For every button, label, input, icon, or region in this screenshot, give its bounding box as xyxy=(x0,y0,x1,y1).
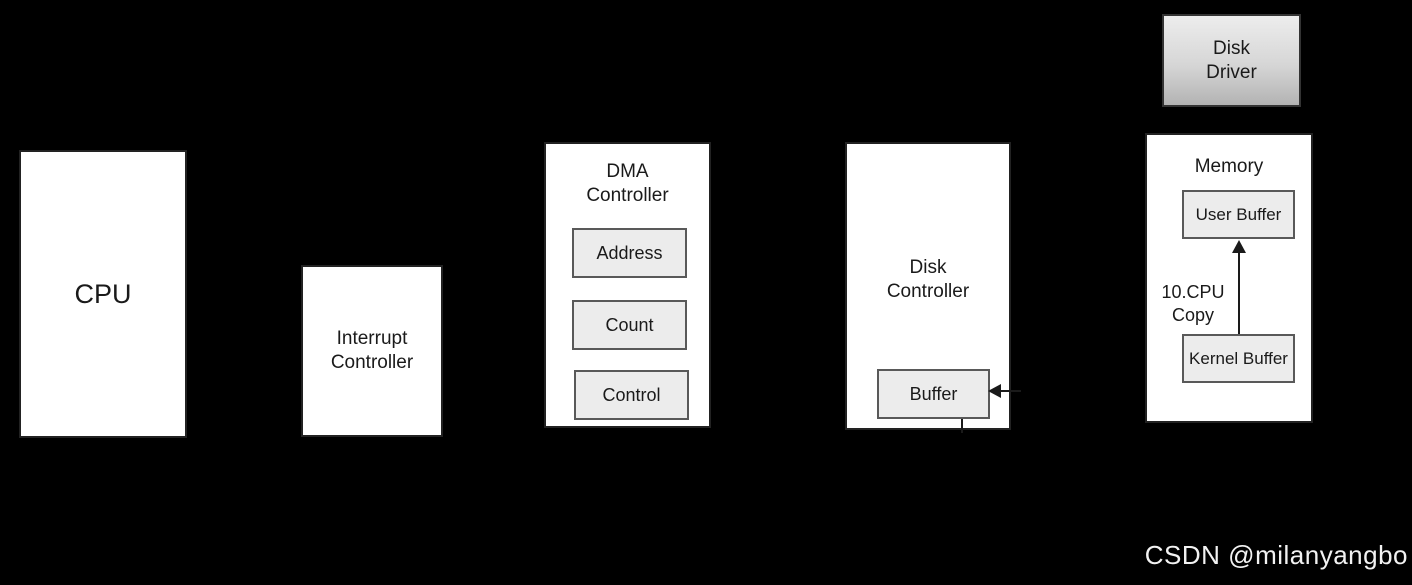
watermark: CSDN @milanyangbo xyxy=(1144,540,1408,570)
dma-count-label: Count xyxy=(605,314,654,335)
cpu-label: CPU xyxy=(74,278,132,309)
buffer-connector-line xyxy=(961,419,963,433)
disk-buffer-box: Buffer xyxy=(877,369,990,419)
user-buffer-label: User Buffer xyxy=(1195,204,1282,224)
arrow-up-icon xyxy=(1232,240,1246,253)
kernel-buffer-box: Kernel Buffer xyxy=(1182,334,1295,383)
interrupt-controller-label: Interrupt Controller xyxy=(330,328,414,373)
dma-controller-title: DMA Controller xyxy=(586,161,669,206)
dma-control-label: Control xyxy=(602,384,661,405)
dma-address-label: Address xyxy=(596,242,663,263)
cpu-copy-arrow-line xyxy=(1238,252,1240,334)
disk-buffer-label: Buffer xyxy=(909,383,958,404)
disk-controller-box: Disk Controller Buffer xyxy=(845,142,1011,433)
memory-box: Memory User Buffer Kernel Buffer 10.CPU … xyxy=(1145,133,1313,423)
interrupt-controller-box: Interrupt Controller xyxy=(301,265,443,437)
disk-controller-title: Disk Controller xyxy=(886,257,970,302)
disk-driver-box: Disk Driver xyxy=(1162,14,1301,107)
buffer-arrow-line xyxy=(1000,390,1021,392)
dma-control-register: Control xyxy=(574,370,689,420)
dma-count-register: Count xyxy=(572,300,687,350)
dma-address-register: Address xyxy=(572,228,687,278)
user-buffer-box: User Buffer xyxy=(1182,190,1295,239)
memory-title: Memory xyxy=(1194,156,1264,177)
kernel-buffer-label: Kernel Buffer xyxy=(1189,348,1288,368)
dma-controller-box: DMA Controller Address Count Control xyxy=(544,142,711,428)
cpu-box: CPU xyxy=(19,150,187,438)
disk-driver-label: Disk Driver xyxy=(1206,37,1257,83)
arrow-left-icon xyxy=(988,384,1001,398)
cpu-copy-label: 10.CPU Copy xyxy=(1161,282,1225,325)
